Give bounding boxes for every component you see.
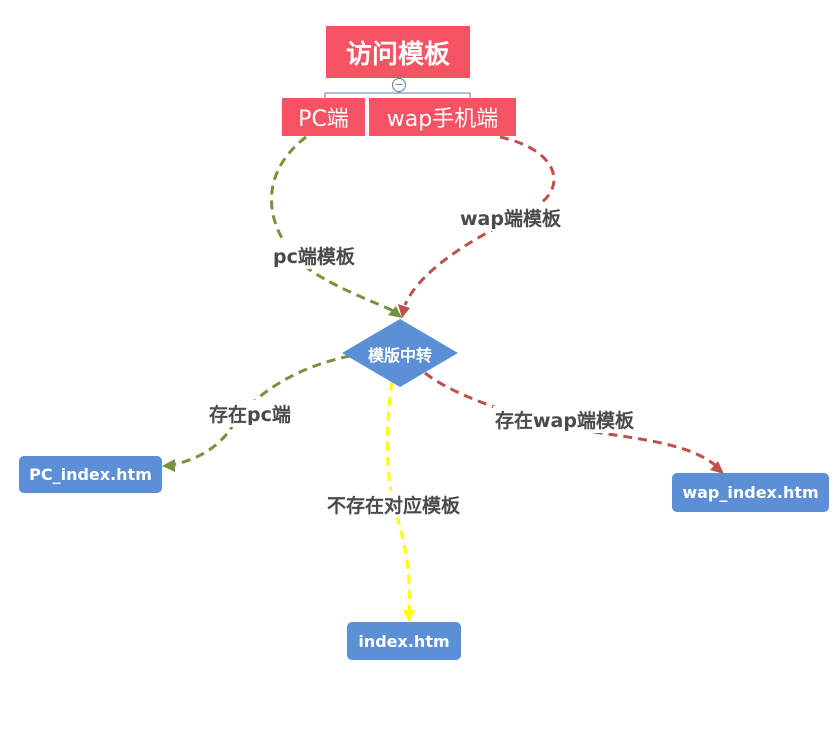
- edge-label-pc-template: pc端模板: [271, 242, 357, 269]
- edge-wap-template-arrow: [398, 304, 410, 318]
- target-index-label: index.htm: [358, 631, 450, 651]
- root-label: 访问模板: [345, 39, 450, 70]
- edge-label-has-pc: 存在pc端: [207, 400, 293, 427]
- root-bracket: [324, 92, 471, 98]
- edge-label-none: 不存在对应模板: [325, 491, 463, 518]
- target-pc-index-node[interactable]: PC_index.htm: [19, 456, 162, 493]
- edge-label-wap-template: wap端模板: [458, 204, 563, 231]
- root-node[interactable]: 访问模板: [326, 26, 470, 78]
- branch-pc-label: PC端: [298, 107, 349, 132]
- branch-wap-node[interactable]: wap手机端: [369, 98, 516, 136]
- branch-wap-label: wap手机端: [386, 107, 499, 132]
- hub-label[interactable]: 模版中转: [367, 346, 432, 365]
- branch-pc-node[interactable]: PC端: [282, 98, 365, 136]
- target-pc-index-label: PC_index.htm: [29, 465, 152, 484]
- edge-none-arrow: [403, 610, 415, 622]
- edge-has-pc-arrow: [162, 459, 175, 472]
- edge-pc-template-arrow: [388, 306, 402, 318]
- edge-pc-template: [269, 135, 397, 314]
- target-wap-index-node[interactable]: wap_index.htm: [672, 473, 829, 512]
- hub-diamond: [342, 319, 458, 387]
- edge-has-wap-arrow: [710, 461, 724, 474]
- target-wap-index-label: wap_index.htm: [682, 483, 819, 502]
- edge-label-has-wap: 存在wap端模板: [493, 406, 636, 433]
- edge-wap-template: [403, 135, 556, 306]
- edge-none: [385, 381, 411, 613]
- collapse-icon[interactable]: −: [392, 78, 406, 92]
- target-index-node[interactable]: index.htm: [347, 622, 461, 660]
